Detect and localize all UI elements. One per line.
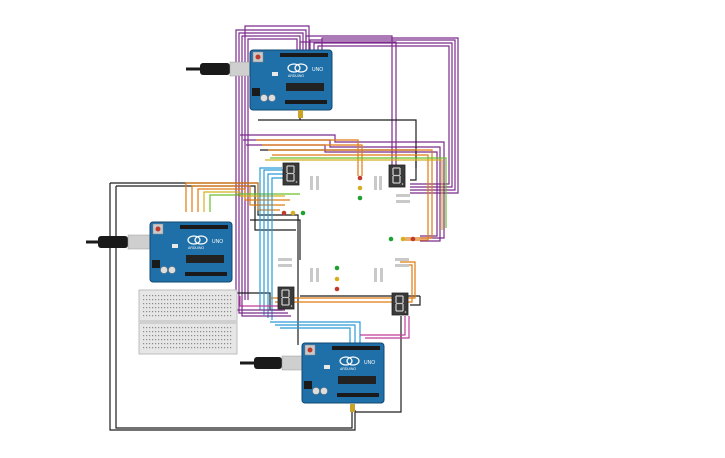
seven-segment-bottom-left[interactable] <box>277 286 295 310</box>
arduino-uno-left[interactable]: UNO ARDUINO <box>149 221 233 283</box>
board-model-label: UNO <box>364 360 375 366</box>
seven-segment-top-left[interactable] <box>282 162 300 186</box>
connector-bottom <box>350 404 355 412</box>
wires <box>109 25 459 431</box>
breadboard[interactable] <box>138 289 238 355</box>
seven-segment-bottom-right[interactable] <box>391 292 409 316</box>
usb-cable-bottom <box>240 355 303 371</box>
board-model-label: UNO <box>212 239 223 245</box>
board-brand-label: ARDUINO <box>340 367 356 371</box>
board-brand-label: ARDUINO <box>188 246 204 250</box>
usb-cable-top <box>186 61 253 77</box>
seven-segment-top-right[interactable] <box>388 164 406 188</box>
connector-top <box>298 110 303 118</box>
board-model-label: UNO <box>312 67 323 73</box>
breadboard-holes <box>143 295 232 349</box>
usb-cable-left <box>86 234 151 250</box>
traffic-light-top[interactable] <box>310 175 382 201</box>
traffic-light-bottom[interactable] <box>310 258 409 292</box>
arduino-uno-top[interactable]: UNO ARDUINO <box>249 49 333 111</box>
arduino-uno-bottom[interactable]: UNO ARDUINO <box>301 342 385 404</box>
board-brand-label: ARDUINO <box>288 74 304 78</box>
traffic-light-left[interactable] <box>278 210 306 267</box>
traffic-light-right[interactable] <box>388 194 416 242</box>
